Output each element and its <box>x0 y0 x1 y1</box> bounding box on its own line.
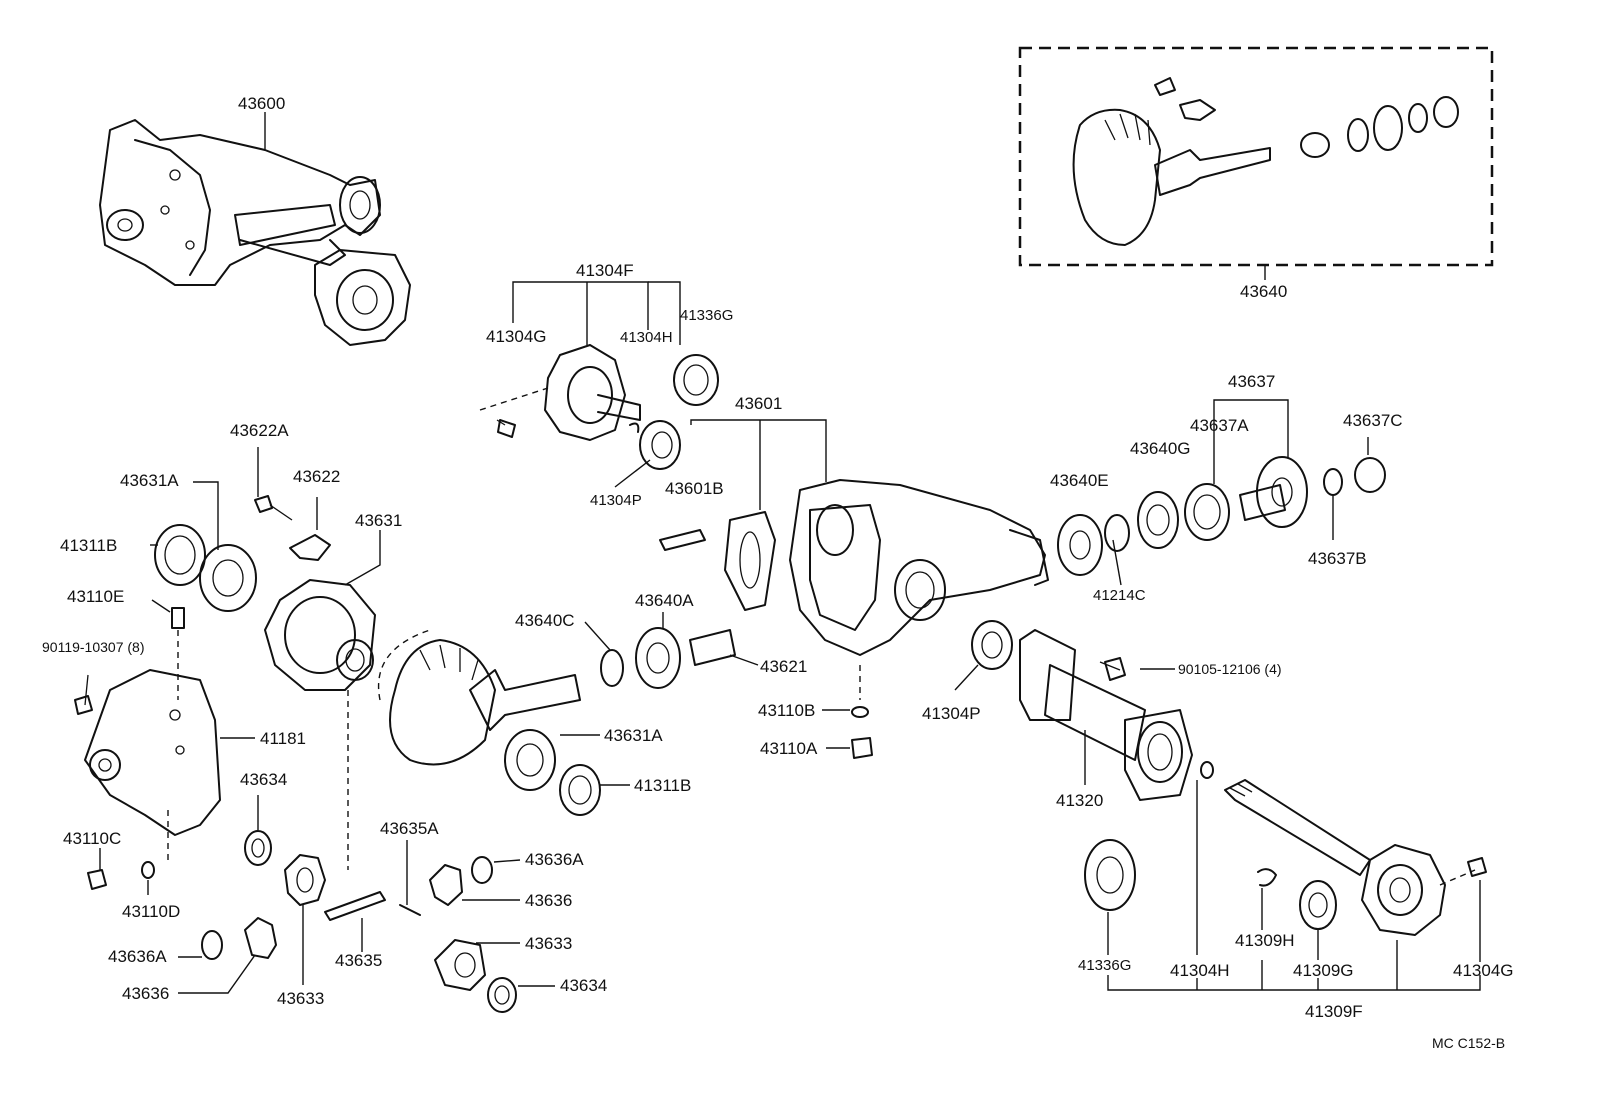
part-label-41336G-top: 41336G <box>680 307 734 324</box>
part-label-43601: 43601 <box>735 394 783 413</box>
part-label-43110A: 43110A <box>760 739 818 758</box>
part-label-43635A: 43635A <box>380 819 439 838</box>
part-label-43637C: 43637C <box>1343 411 1403 430</box>
part-label-43640E: 43640E <box>1050 471 1109 490</box>
ring-gear-pinion-drawing <box>377 612 873 816</box>
part-label-41309F: 41309F <box>1305 1002 1363 1021</box>
part-label-41304G-top: 41304G <box>486 327 547 346</box>
part-label-41181: 41181 <box>260 729 307 748</box>
part-label-43110B: 43110B <box>758 701 816 720</box>
spider-gears-drawing <box>178 795 555 1013</box>
part-label-41304F: 41304F <box>576 261 634 280</box>
part-label-41336G-bottom: 41336G <box>1078 957 1132 974</box>
part-label-41214C: 41214C <box>1093 587 1146 604</box>
part-label-43636-left: 43636 <box>122 984 170 1003</box>
differential-case-drawing <box>74 447 381 895</box>
part-label-43637: 43637 <box>1228 372 1276 391</box>
part-label-43640A: 43640A <box>635 591 694 610</box>
part-label-43637B: 43637B <box>1308 549 1367 568</box>
part-label-41320: 41320 <box>1056 791 1104 810</box>
part-label-41311B-mid: 41311B <box>634 776 692 795</box>
part-label-43601B: 43601B <box>665 479 724 498</box>
part-label-41309H: 41309H <box>1235 931 1295 950</box>
axle-tube-shaft-drawing <box>954 620 1487 991</box>
part-label-43110E: 43110E <box>67 587 125 606</box>
part-label-41304H-top: 41304H <box>620 329 673 346</box>
part-label-41309G: 41309G <box>1293 961 1354 980</box>
part-label-43621: 43621 <box>760 657 808 676</box>
part-label-90119-10307: 90119-10307 (8) <box>42 639 145 655</box>
carrier-housing-43601-drawing <box>659 419 1049 700</box>
bracket-41304F-drawing <box>479 281 719 488</box>
diagram-code: MC C152-B <box>1432 1035 1506 1051</box>
part-label-43640G: 43640G <box>1130 439 1191 458</box>
part-label-41304G-bottom: 41304G <box>1453 961 1514 980</box>
part-label-43633-right: 43633 <box>525 934 573 953</box>
ring-pinion-kit-drawing <box>1072 77 1459 246</box>
part-label-43600: 43600 <box>238 94 286 113</box>
flange-43637-drawing <box>1057 399 1386 586</box>
part-label-43640: 43640 <box>1240 282 1288 301</box>
part-label-43636A-right: 43636A <box>525 850 584 869</box>
part-label-43631A-top: 43631A <box>120 471 179 490</box>
part-label-43634-right: 43634 <box>560 976 608 995</box>
part-label-41304P-mid: 41304P <box>922 704 981 723</box>
part-label-43636A-left: 43636A <box>108 947 167 966</box>
part-label-43640C: 43640C <box>515 611 575 630</box>
part-label-43631A-mid: 43631A <box>604 726 663 745</box>
part-label-43622A: 43622A <box>230 421 289 440</box>
part-label-43634-left: 43634 <box>240 770 288 789</box>
part-label-43110C: 43110C <box>63 829 122 848</box>
carrier-assembly-drawing <box>99 119 411 346</box>
part-label-43637A: 43637A <box>1190 416 1249 435</box>
part-label-90105-12106: 90105-12106 (4) <box>1178 661 1282 677</box>
part-label-41311B-top: 41311B <box>60 536 118 555</box>
part-label-43631: 43631 <box>355 511 403 530</box>
part-label-43622: 43622 <box>293 467 341 486</box>
part-label-43633-left: 43633 <box>277 989 325 1008</box>
part-label-43110D: 43110D <box>122 902 181 921</box>
part-label-41304P-top: 41304P <box>590 492 642 509</box>
part-label-43636-right: 43636 <box>525 891 573 910</box>
part-label-43635: 43635 <box>335 951 383 970</box>
part-label-41304H-bottom: 41304H <box>1170 961 1230 980</box>
